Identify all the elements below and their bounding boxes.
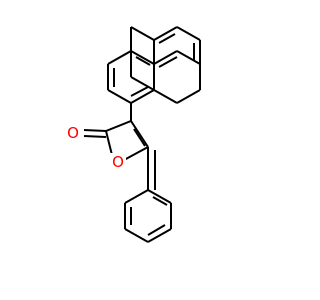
- bond: [124, 228, 149, 243]
- bond: [105, 130, 113, 156]
- double-bond-inner: [152, 196, 168, 206]
- bond: [130, 89, 155, 104]
- double-bond-inner: [130, 86, 149, 97]
- bond: [105, 120, 132, 132]
- double-bond-inner: [133, 128, 146, 147]
- double-bond-inner: [158, 56, 178, 68]
- ring-oxygen-label: O: [112, 153, 124, 171]
- bond: [153, 26, 178, 41]
- atom-label-carbonyl-oxygen: O: [65, 124, 81, 142]
- double-bond-inner: [158, 33, 176, 44]
- bond: [123, 146, 149, 161]
- bond: [124, 189, 149, 204]
- bond: [130, 50, 155, 65]
- bond: [107, 50, 132, 65]
- bond: [176, 26, 201, 41]
- furanone-ring: [83, 103, 149, 161]
- bond: [153, 89, 178, 104]
- molecule-drawing: O O: [65, 26, 201, 243]
- carbonyl-bond: [83, 129, 107, 132]
- double-bond-inner: [135, 56, 151, 66]
- benzylidene-group: [124, 147, 172, 243]
- bond: [176, 89, 201, 104]
- bond: [147, 228, 172, 243]
- structure-canvas: O O: [65, 26, 201, 243]
- bond: [130, 26, 155, 41]
- bond: [130, 120, 149, 148]
- naphthalene-group: [107, 26, 201, 104]
- bond: [176, 50, 201, 65]
- bond: [147, 189, 172, 204]
- bond: [153, 50, 178, 65]
- bond: [107, 89, 132, 104]
- bond: [130, 76, 155, 91]
- double-bond-inner: [147, 224, 166, 236]
- atom-label-ring-oxygen: O: [110, 153, 126, 171]
- carbonyl-oxygen-label: O: [67, 124, 79, 142]
- carbonyl-bond: [83, 135, 107, 138]
